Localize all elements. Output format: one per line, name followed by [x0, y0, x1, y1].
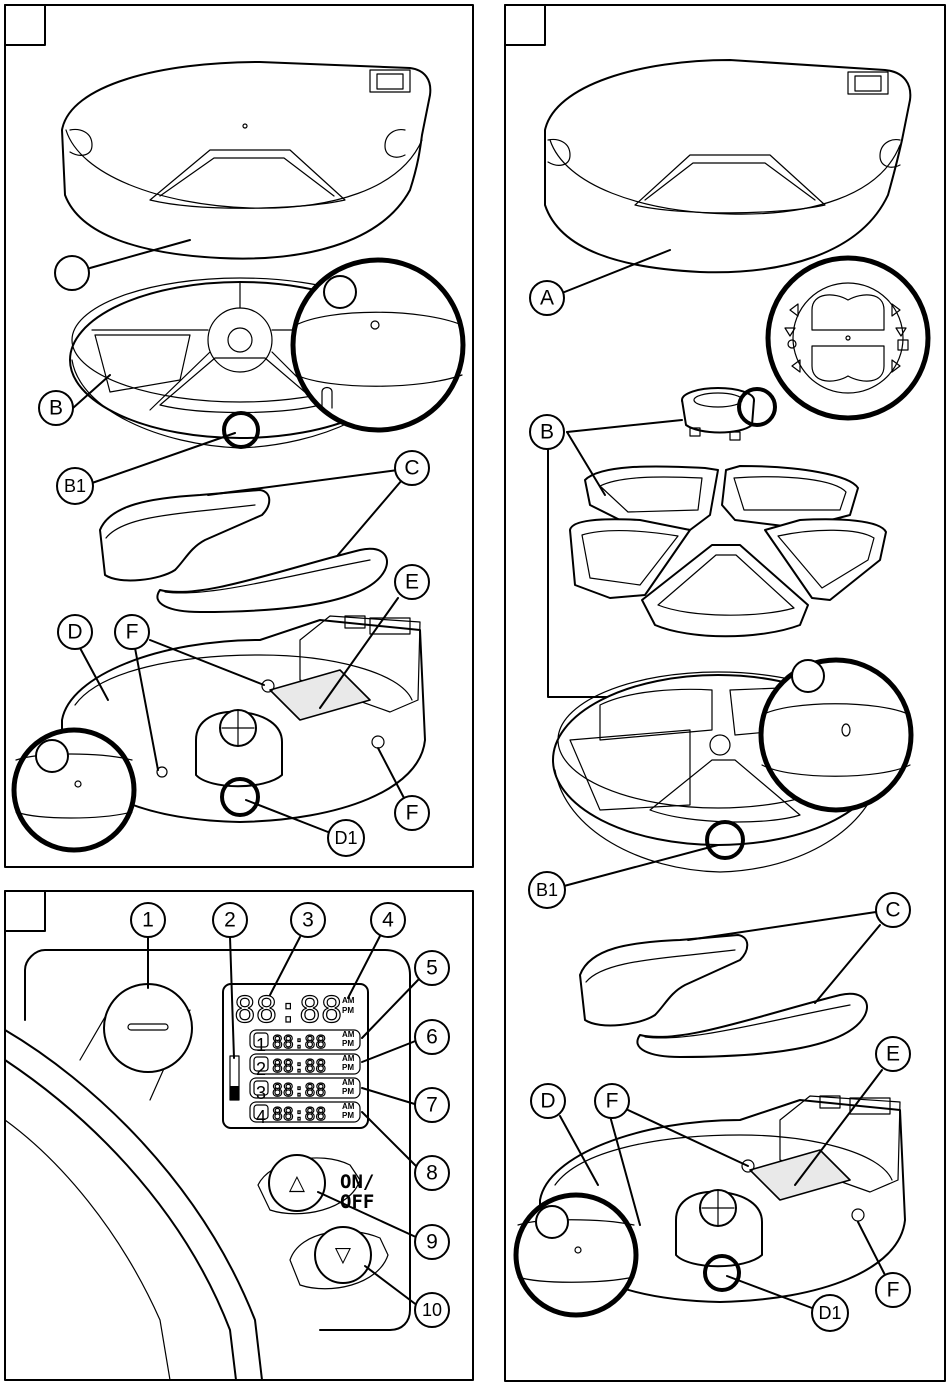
callout-10: 10	[415, 1293, 449, 1327]
housing-curve-inner	[5, 1060, 236, 1380]
svg-text:5: 5	[426, 957, 438, 980]
callout-zoom-bottom	[36, 740, 68, 772]
zoom-detail-tray	[293, 260, 463, 430]
svg-text:2: 2	[224, 909, 236, 932]
ice-packs	[100, 490, 387, 612]
meal-1-pm: PM	[342, 1039, 354, 1048]
callout-D1-2-text: D1	[818, 1303, 841, 1323]
meal-4-time: 88:88	[272, 1104, 326, 1125]
down-button[interactable]: ▽	[290, 1227, 388, 1289]
meal-3-pm: PM	[342, 1087, 354, 1096]
callout-F-right-text: F	[406, 802, 419, 825]
callout-4: 4	[371, 903, 405, 937]
callout-A-text: A	[540, 287, 554, 310]
callout-E-text: E	[405, 571, 419, 594]
callout-B-text: B	[49, 397, 63, 420]
meal-2-time: 88:88	[272, 1056, 326, 1077]
figure-3: 88:88 AM PM 1 88:88 AM PM 2 88:88 AM PM	[5, 891, 473, 1380]
callout-blank	[55, 256, 89, 290]
up-arrow-icon: △	[289, 1172, 306, 1195]
callout-D1-text: D1	[334, 828, 357, 848]
figure-1: B B1 C	[5, 5, 473, 867]
meal-2-am: AM	[342, 1054, 355, 1063]
compartments	[570, 466, 886, 636]
callout-D-2-text: D	[540, 1090, 555, 1113]
lcd-main-time: 88:88	[234, 990, 342, 1031]
callout-3: 3	[291, 903, 325, 937]
callout-1: 1	[131, 903, 165, 937]
callout-E-2-text: E	[886, 1043, 900, 1066]
svg-text:1: 1	[142, 909, 154, 932]
figure-3-frame	[5, 891, 473, 1380]
svg-text:6: 6	[426, 1026, 438, 1049]
callout-F-right-2-text: F	[887, 1279, 900, 1302]
figure-3-number-box	[5, 891, 45, 931]
dispense-button[interactable]	[104, 984, 192, 1072]
callout-C-2-text: C	[885, 899, 900, 922]
on-label: ON/	[340, 1171, 374, 1193]
zoom-detail-base-2	[516, 1195, 636, 1315]
zoom-hub-top	[768, 258, 928, 418]
battery-level-fill	[230, 1086, 239, 1100]
svg-text:7: 7	[426, 1094, 438, 1117]
zoom-detail-tray-2	[761, 660, 911, 810]
meal-4-pm: PM	[342, 1111, 354, 1120]
housing-curve-base	[5, 1120, 170, 1380]
meal-4-am: AM	[342, 1102, 355, 1111]
lcd-main-pm: PM	[342, 1006, 354, 1015]
meal-3-time: 88:88	[272, 1080, 326, 1101]
svg-text:4: 4	[382, 909, 394, 932]
meal-1-am: AM	[342, 1030, 355, 1039]
callout-9: 9	[415, 1225, 449, 1259]
lid-2	[545, 60, 910, 272]
callout-F-top-text: F	[126, 621, 139, 644]
callout-8: 8	[415, 1156, 449, 1190]
callout-F-top-2-text: F	[606, 1090, 619, 1113]
callout-B1-text: B1	[64, 476, 86, 496]
svg-text:8: 8	[426, 1162, 438, 1185]
callout-6: 6	[415, 1020, 449, 1054]
callout-zoom-mid	[792, 660, 824, 692]
meal-1-time: 88:88	[272, 1032, 326, 1053]
meal-1-num: 1	[256, 1035, 266, 1055]
callout-D-text: D	[67, 621, 82, 644]
figure-1-number-box	[5, 5, 45, 45]
callout-5: 5	[415, 951, 449, 985]
meal-2-pm: PM	[342, 1063, 354, 1072]
zoom-detail-base	[14, 730, 134, 850]
lid	[62, 62, 430, 259]
callout-C-text: C	[404, 457, 419, 480]
meal-3-num: 3	[256, 1083, 266, 1103]
meal-3-am: AM	[342, 1078, 355, 1087]
meal-2-num: 2	[256, 1059, 266, 1079]
figure-2: A	[505, 5, 945, 1381]
ice-packs-2	[580, 935, 867, 1057]
down-arrow-icon: ▽	[335, 1244, 352, 1267]
svg-text:9: 9	[426, 1231, 438, 1254]
callout-zoom	[324, 276, 356, 308]
figure-2-number-box	[505, 5, 545, 45]
meal-4-num: 4	[256, 1107, 266, 1127]
svg-text:3: 3	[302, 909, 314, 932]
svg-text:10: 10	[422, 1300, 442, 1320]
lcd-display: 88:88 AM PM 1 88:88 AM PM 2 88:88 AM PM	[223, 984, 368, 1128]
callout-2: 2	[213, 903, 247, 937]
callout-B1-2-text: B1	[536, 880, 558, 900]
callout-B-2-text: B	[540, 421, 554, 444]
callout-zoom-bottom-2	[536, 1206, 568, 1238]
callout-7: 7	[415, 1088, 449, 1122]
